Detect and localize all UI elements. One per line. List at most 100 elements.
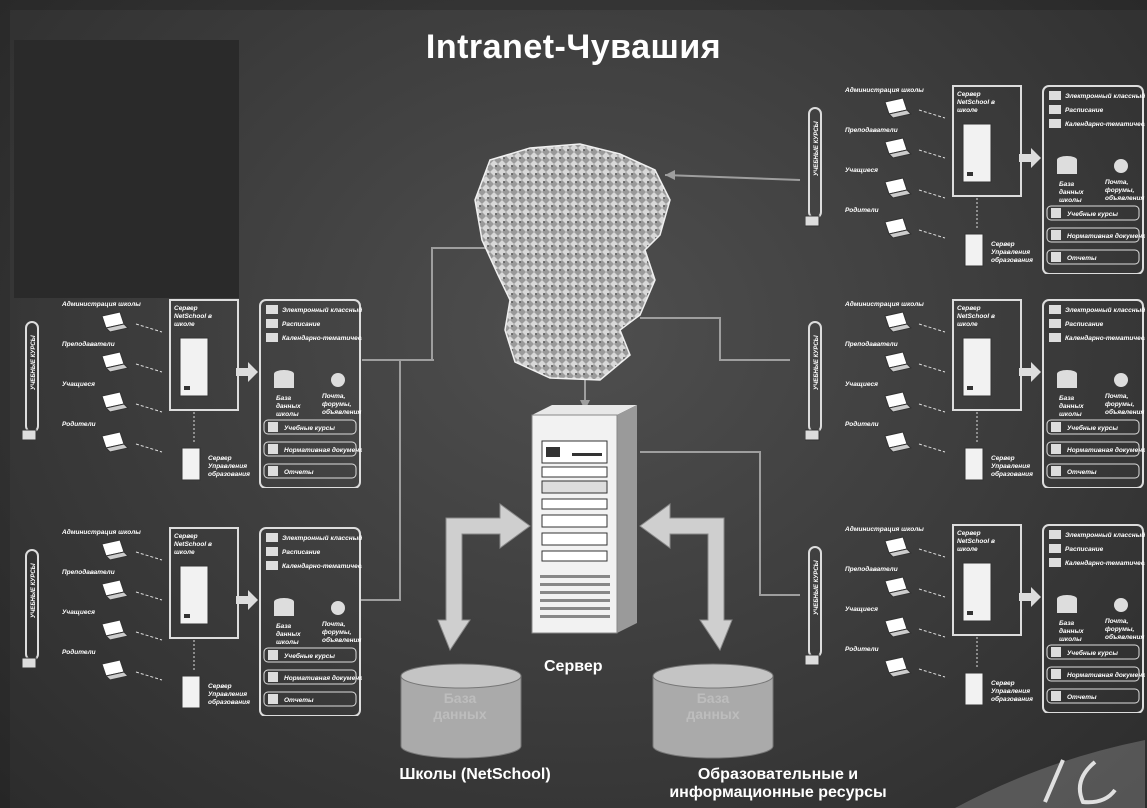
school-db-label: База (1059, 395, 1075, 402)
mail-icon (1114, 373, 1128, 387)
laptop-icon-1 (101, 579, 129, 601)
resource-label-0: Учебные курсы (284, 652, 335, 660)
mgmt-server-icon (181, 447, 201, 481)
mail-label: Почта, (1105, 179, 1129, 186)
laptop-icon-3 (884, 656, 912, 678)
services-frame (1042, 299, 1144, 488)
mail-icon (331, 373, 345, 387)
service-label-2: Календарно-тематические планы (1065, 559, 1145, 567)
caption-resources: Образовательные и информационные ресурсы (669, 766, 887, 801)
laptop-icon-1 (884, 576, 912, 598)
decor-swoosh (955, 740, 1145, 808)
resource-box-0 (263, 419, 357, 435)
resource-label-1: Нормативная документация (1067, 671, 1145, 679)
svg-text:школе: школе (957, 321, 978, 328)
mgmt-server-label: Сервер (208, 455, 232, 462)
user-label-2: Учащиеся (62, 381, 95, 388)
server-tower (531, 405, 637, 634)
laptop-icon-2 (884, 616, 912, 638)
svg-text:школы: школы (276, 639, 299, 646)
svg-text:Управления: Управления (991, 463, 1030, 470)
courses-vertical-label: УЧЕБНЫЕ КУРСЫ (814, 120, 820, 176)
user-label-0: Администрация школы (61, 300, 141, 308)
resource-icon-2 (268, 694, 278, 704)
laptop-icon-3 (884, 217, 912, 239)
resource-label-2: Отчеты (1067, 255, 1097, 262)
resource-icon-1 (268, 672, 278, 682)
service-label-2: Календарно-тематические планы (1065, 334, 1145, 342)
school-server-frame (169, 527, 239, 639)
user-label-1: Преподаватели (845, 340, 898, 348)
mgmt-server-label: Сервер (991, 241, 1015, 248)
svg-text:Управления: Управления (991, 249, 1030, 256)
service-icon-1 (1049, 105, 1061, 114)
svg-text:Управления: Управления (991, 688, 1030, 695)
svg-text:данных: данных (276, 630, 301, 638)
svg-text:объявления: объявления (1105, 194, 1144, 202)
resource-label-1: Нормативная документация (284, 446, 362, 454)
laptop-icon-0 (101, 539, 129, 561)
resource-icon-2 (1051, 252, 1061, 262)
server-label: Сервер (544, 658, 603, 675)
resource-icon-1 (1051, 444, 1061, 454)
service-label-0: Электронный классный журнал (1065, 92, 1145, 100)
courses-vertical-label: УЧЕБНЫЕ КУРСЫ (31, 334, 37, 390)
svg-text:школы: школы (1059, 411, 1082, 418)
service-label-2: Календарно-тематические планы (1065, 120, 1145, 128)
resource-label-0: Учебные курсы (1067, 649, 1118, 657)
svg-text:объявления: объявления (322, 636, 361, 644)
mgmt-server-icon (964, 447, 984, 481)
mgmt-server-icon (181, 675, 201, 709)
resource-box-1 (1046, 666, 1140, 682)
svg-text:NetSchool в: NetSchool в (174, 313, 212, 320)
mgmt-server-icon (964, 672, 984, 706)
resource-box-0 (1046, 205, 1140, 221)
svg-text:NetSchool в: NetSchool в (957, 538, 995, 545)
user-label-0: Администрация школы (844, 86, 924, 94)
arrow-to-services (1019, 148, 1041, 168)
svg-text:школы: школы (1059, 197, 1082, 204)
database-right-label: База данных (686, 690, 740, 722)
svg-text:форумы,: форумы, (322, 629, 351, 636)
resource-label-0: Учебные курсы (1067, 210, 1118, 218)
service-icon-0 (1049, 91, 1061, 100)
svg-text:объявления: объявления (322, 408, 361, 416)
laptop-icon-1 (884, 351, 912, 373)
school-db-label: База (276, 395, 292, 402)
svg-text:образования: образования (991, 470, 1033, 478)
service-label-0: Электронный классный журнал (282, 534, 362, 542)
laptop-icon-3 (101, 431, 129, 453)
resource-label-1: Нормативная документация (1067, 232, 1145, 240)
resource-box-2 (1046, 463, 1140, 479)
database-left-label: База данных (433, 690, 487, 722)
camera-icon (805, 429, 820, 441)
camera-icon (805, 215, 820, 227)
mgmt-server-label: Сервер (991, 455, 1015, 462)
resource-box-2 (1046, 249, 1140, 265)
database-right-icon (652, 663, 774, 759)
user-label-3: Родители (62, 648, 96, 656)
user-label-2: Учащиеся (845, 167, 878, 174)
resource-label-1: Нормативная документация (284, 674, 362, 682)
arrow-to-services (236, 590, 258, 610)
service-label-2: Календарно-тематические планы (282, 334, 362, 342)
resource-box-0 (1046, 644, 1140, 660)
resource-box-2 (263, 463, 357, 479)
user-label-2: Учащиеся (62, 609, 95, 616)
laptop-icon-2 (101, 391, 129, 413)
user-label-1: Преподаватели (62, 340, 115, 348)
services-frame (1042, 85, 1144, 274)
resource-icon-0 (1051, 422, 1061, 432)
svg-text:школе: школе (174, 321, 195, 328)
user-label-2: Учащиеся (845, 381, 878, 388)
resource-box-0 (1046, 419, 1140, 435)
laptop-icon-1 (884, 137, 912, 159)
services-frame (259, 299, 361, 488)
service-label-1: Расписание (1065, 107, 1104, 114)
courses-vertical-label: УЧЕБНЫЕ КУРСЫ (814, 559, 820, 615)
service-icon-1 (266, 547, 278, 556)
svg-text:школы: школы (276, 411, 299, 418)
svg-text:NetSchool в: NetSchool в (957, 99, 995, 106)
